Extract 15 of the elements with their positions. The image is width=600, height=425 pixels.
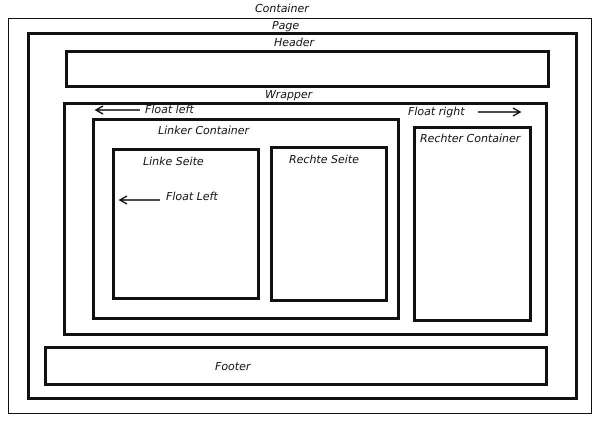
- box-title: Container: [255, 2, 309, 16]
- layout-box: [270, 146, 388, 302]
- box-title: Rechter Container: [420, 132, 520, 146]
- layout-box: [44, 346, 548, 386]
- float-note: Float Left: [166, 190, 218, 204]
- box-title: Rechte Seite: [289, 153, 359, 167]
- float-note: Float left: [145, 103, 194, 117]
- box-title: Footer: [215, 360, 250, 374]
- box-title: Linker Container: [158, 124, 250, 138]
- box-title: Header: [274, 36, 314, 50]
- float-note: Float right: [408, 105, 465, 119]
- box-title: Wrapper: [265, 88, 312, 102]
- layout-box: [112, 148, 260, 300]
- box-title: Linke Seite: [143, 155, 204, 169]
- box-title: Page: [272, 19, 300, 33]
